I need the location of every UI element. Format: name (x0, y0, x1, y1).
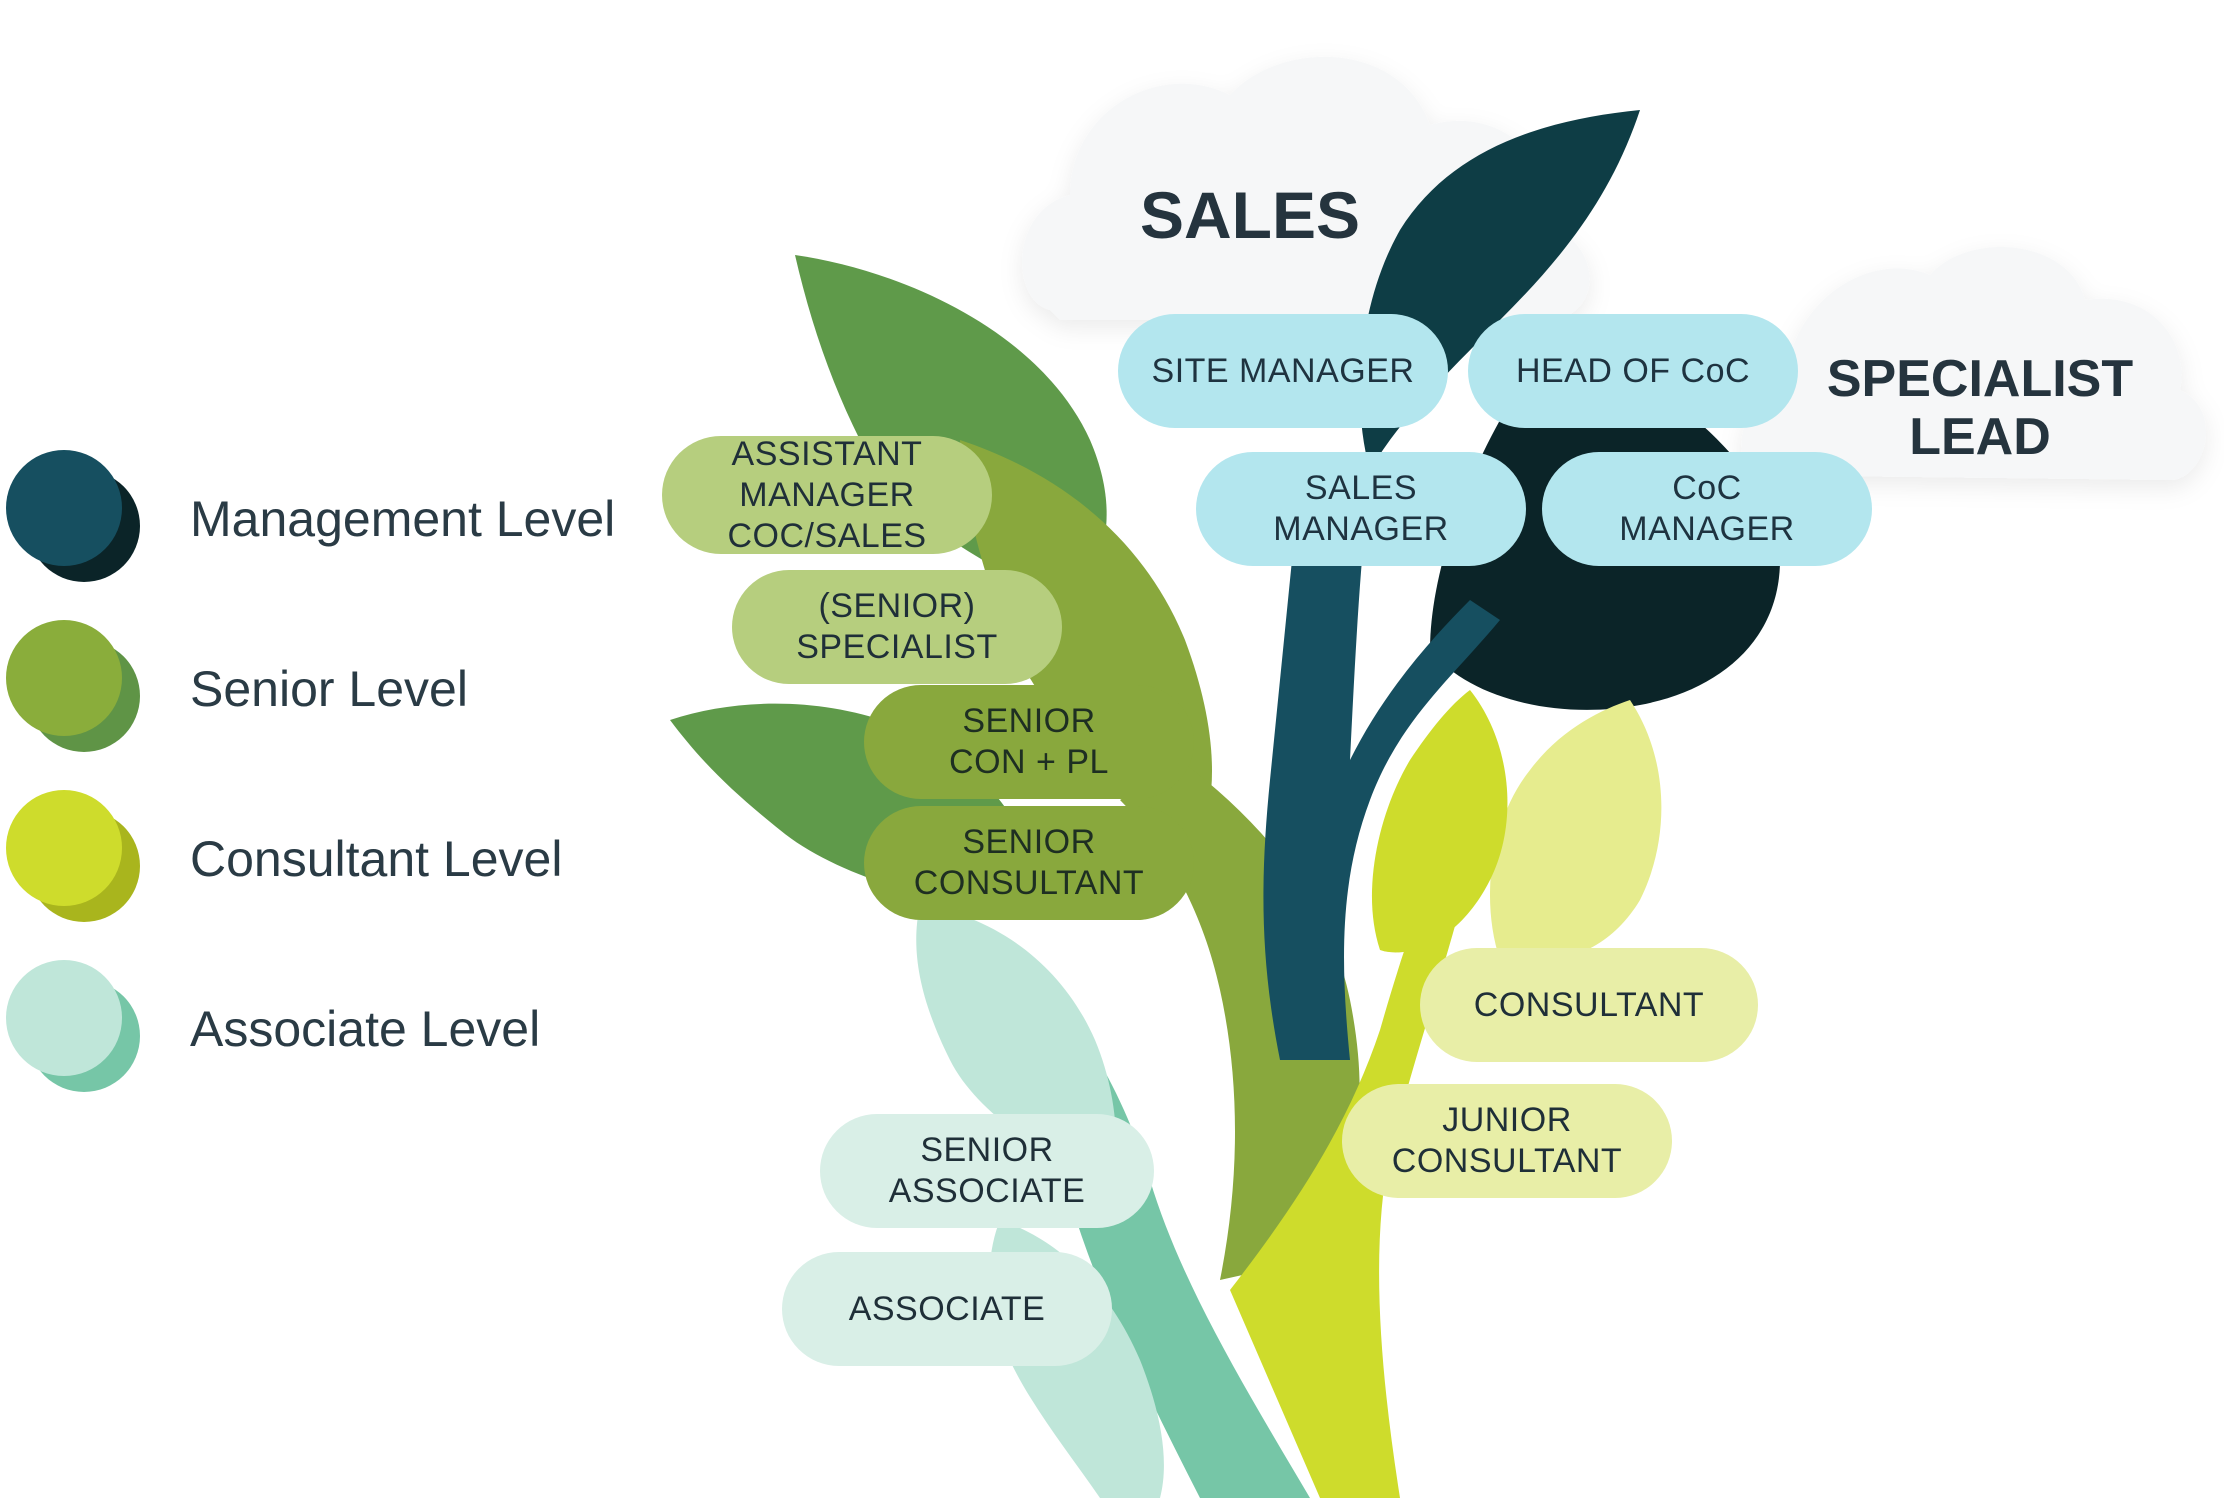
role-sales-manager-label: SALES MANAGER (1273, 469, 1449, 548)
sales-title: SALES (1139, 178, 1361, 252)
management-trunk (1263, 480, 1500, 1060)
role-senior-con-pl-label: SENIOR CON + PL (949, 702, 1109, 781)
role-assistant-manager-label: ASSISTANT MANAGER COC/SALES (727, 434, 927, 555)
consultant-leaf (1490, 700, 1662, 963)
specialist-lead-cloud (1741, 247, 2207, 480)
role-site-manager: SITE MANAGER (1118, 314, 1448, 428)
role-associate: ASSOCIATE (782, 1252, 1112, 1366)
consultant-trunk (1230, 860, 1470, 1498)
consultant-leaf-2 (1371, 690, 1508, 953)
legend-swatch-associate (6, 960, 140, 1092)
legend-item-management: Management Level (0, 446, 640, 596)
role-junior-consultant-label: JUNIOR CONSULTANT (1391, 1101, 1623, 1180)
role-site-manager-label: SITE MANAGER (1151, 351, 1415, 390)
role-coc-manager-label: CoC MANAGER (1619, 469, 1795, 548)
role-consultant-label: CONSULTANT (1473, 985, 1705, 1024)
role-senior-associate-label: SENIOR ASSOCIATE (888, 1131, 1086, 1210)
role-senior-associate: SENIOR ASSOCIATE (820, 1114, 1154, 1228)
role-assistant-manager: ASSISTANT MANAGER COC/SALES (662, 434, 992, 555)
role-senior-con-pl: SENIOR CON + PL (864, 685, 1194, 799)
legend-swatch-management (6, 450, 140, 582)
legend-label-management: Management Level (190, 491, 616, 547)
role-sales-manager: SALES MANAGER (1196, 452, 1526, 566)
legend-label-associate: Associate Level (190, 1001, 541, 1057)
role-head-of-coc: HEAD OF CoC (1468, 314, 1798, 428)
role-associate-label: ASSOCIATE (848, 1289, 1046, 1328)
legend-swatch-senior (6, 620, 140, 752)
role-consultant: CONSULTANT (1420, 948, 1758, 1062)
role-senior-consultant: SENIOR CONSULTANT (864, 806, 1194, 920)
role-coc-manager: CoC MANAGER (1542, 452, 1872, 566)
legend-item-senior: Senior Level (0, 616, 640, 766)
role-senior-specialist-label: (SENIOR) SPECIALIST (796, 587, 998, 666)
legend-item-associate: Associate Level (0, 956, 640, 1106)
role-senior-consultant-label: SENIOR CONSULTANT (913, 823, 1145, 902)
legend-label-senior: Senior Level (190, 661, 468, 717)
legend-swatch-consultant (6, 790, 140, 922)
role-senior-specialist: (SENIOR) SPECIALIST (732, 570, 1062, 684)
role-head-of-coc-label: HEAD OF CoC (1515, 351, 1751, 390)
specialist-lead-title: SPECIALIST LEAD (1826, 350, 2134, 466)
role-junior-consultant: JUNIOR CONSULTANT (1342, 1084, 1672, 1198)
legend-item-consultant: Consultant Level (0, 786, 640, 936)
legend-label-consultant: Consultant Level (190, 831, 563, 887)
